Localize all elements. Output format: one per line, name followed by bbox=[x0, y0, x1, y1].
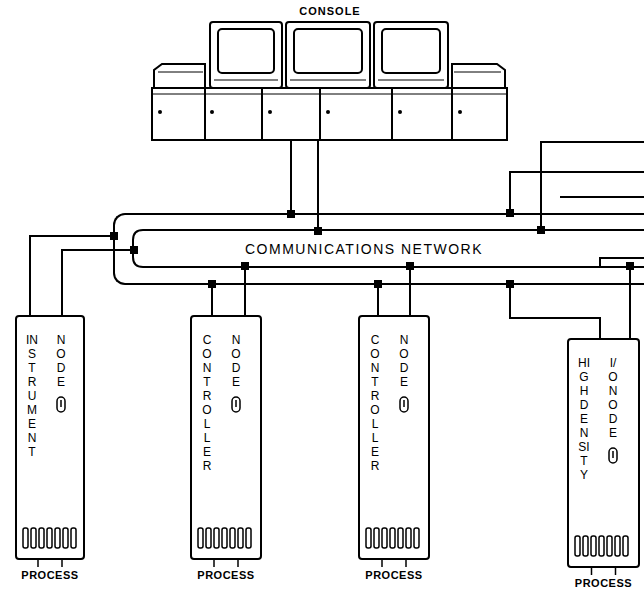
io-node: HIGH DENSITY I/O NODE bbox=[567, 338, 640, 568]
process-label: PROCESS bbox=[197, 569, 254, 581]
vent-slot bbox=[206, 528, 211, 548]
process-wire bbox=[61, 560, 63, 567]
key-slot bbox=[60, 400, 62, 407]
network-link bbox=[510, 284, 600, 338]
vent-slot bbox=[406, 528, 411, 548]
process-wire bbox=[615, 568, 617, 575]
vent-slot bbox=[230, 528, 235, 548]
process-wire bbox=[405, 560, 407, 567]
vertical-label: NODE bbox=[398, 333, 410, 389]
vent-slot bbox=[47, 528, 52, 548]
network-ring bbox=[133, 142, 644, 267]
console-node: CONSOLE bbox=[152, 5, 508, 140]
junction bbox=[241, 262, 249, 270]
vent-slot bbox=[238, 528, 243, 548]
key-slot bbox=[612, 451, 614, 458]
network-link bbox=[317, 140, 319, 231]
network-label: COMMUNICATIONS NETWORK bbox=[243, 241, 485, 257]
vent-slot bbox=[599, 536, 604, 556]
key-lock bbox=[609, 448, 617, 463]
vent-slot bbox=[575, 536, 580, 556]
key-lock bbox=[232, 397, 240, 412]
vent-slot bbox=[398, 528, 403, 548]
vent-slot bbox=[31, 528, 36, 548]
key-slot bbox=[235, 400, 237, 407]
network-link bbox=[290, 140, 292, 214]
process-wire bbox=[37, 560, 39, 567]
vent-slot bbox=[55, 528, 60, 548]
network-link bbox=[409, 266, 411, 315]
vent-slot bbox=[583, 536, 588, 556]
process-label: PROCESS bbox=[575, 577, 632, 589]
key-slot bbox=[403, 400, 405, 407]
cabinet-details bbox=[23, 397, 628, 575]
process-label: PROCESS bbox=[21, 569, 78, 581]
vertical-label: I/O NODE bbox=[607, 356, 619, 440]
vent-slot bbox=[374, 528, 379, 548]
vent-slot bbox=[414, 528, 419, 548]
vent-slot bbox=[23, 528, 28, 548]
process-wire bbox=[591, 568, 593, 575]
vent-slot bbox=[615, 536, 620, 556]
process-wire bbox=[213, 560, 215, 567]
vertical-label: HIGH DENSITY bbox=[578, 356, 590, 482]
vent-slot bbox=[222, 528, 227, 548]
vent-slot bbox=[63, 528, 68, 548]
vertical-label: CONTROLLER bbox=[201, 333, 213, 473]
controller-node: CONTROLLER NODE bbox=[358, 315, 430, 560]
vertical-label: NODE bbox=[55, 333, 67, 389]
network-link bbox=[211, 284, 213, 315]
key-lock bbox=[400, 397, 408, 412]
junction bbox=[626, 262, 634, 270]
vent-slot bbox=[71, 528, 76, 548]
vent-slot bbox=[39, 528, 44, 548]
vent-slot bbox=[390, 528, 395, 548]
vent-slot bbox=[198, 528, 203, 548]
junction bbox=[314, 227, 322, 235]
vent-slot bbox=[366, 528, 371, 548]
instrument-node: INSTRUMENT NODE bbox=[15, 315, 85, 560]
network-link bbox=[629, 266, 631, 338]
vertical-label: NODE bbox=[230, 333, 242, 389]
controller-node: CONTROLLER NODE bbox=[190, 315, 262, 560]
key-lock bbox=[57, 397, 65, 412]
console-drawing bbox=[152, 22, 507, 140]
junction bbox=[406, 262, 414, 270]
connectors bbox=[30, 140, 634, 338]
network-band: COMMUNICATIONS NETWORK bbox=[113, 213, 644, 285]
process-wire bbox=[381, 560, 383, 567]
network-link bbox=[62, 250, 134, 315]
network-link bbox=[244, 266, 246, 315]
network-link bbox=[377, 284, 379, 315]
network-link bbox=[30, 236, 114, 315]
process-wire bbox=[237, 560, 239, 567]
console-heading: CONSOLE bbox=[152, 5, 508, 17]
vent-slot bbox=[591, 536, 596, 556]
vent-slot bbox=[246, 528, 251, 548]
vertical-label: CONTROLLER bbox=[369, 333, 381, 473]
vertical-label: INSTRUMENT bbox=[26, 333, 38, 459]
vent-slot bbox=[607, 536, 612, 556]
panel-dots bbox=[158, 110, 462, 114]
junction bbox=[130, 246, 138, 254]
vent-slot bbox=[382, 528, 387, 548]
vent-slot bbox=[623, 536, 628, 556]
process-label: PROCESS bbox=[365, 569, 422, 581]
vent-slot bbox=[214, 528, 219, 548]
